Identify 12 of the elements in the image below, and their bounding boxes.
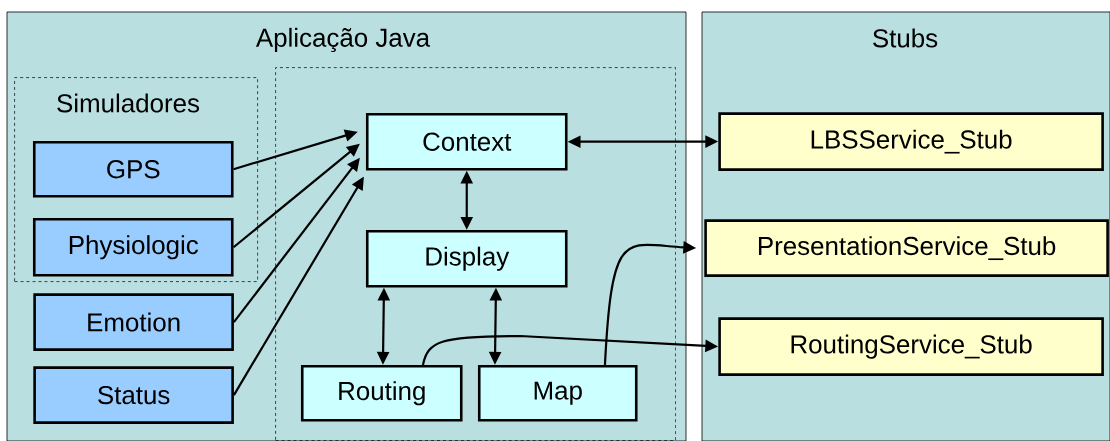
- stub-box: RoutingService_Stub: [718, 317, 1104, 376]
- component-box: Routing: [300, 364, 463, 422]
- component-group: [275, 67, 676, 441]
- simulator-box: Physiologic: [32, 217, 234, 277]
- component-box: Display: [365, 229, 568, 288]
- simulator-box: Emotion: [33, 293, 234, 351]
- stub-box: PresentationService_Stub: [704, 219, 1109, 277]
- simulator-box: GPS: [32, 140, 234, 198]
- simulator-box: Status: [33, 366, 234, 424]
- stub-box: LBSService_Stub: [718, 112, 1104, 171]
- component-box: Context: [365, 112, 568, 171]
- component-box: Map: [477, 364, 638, 422]
